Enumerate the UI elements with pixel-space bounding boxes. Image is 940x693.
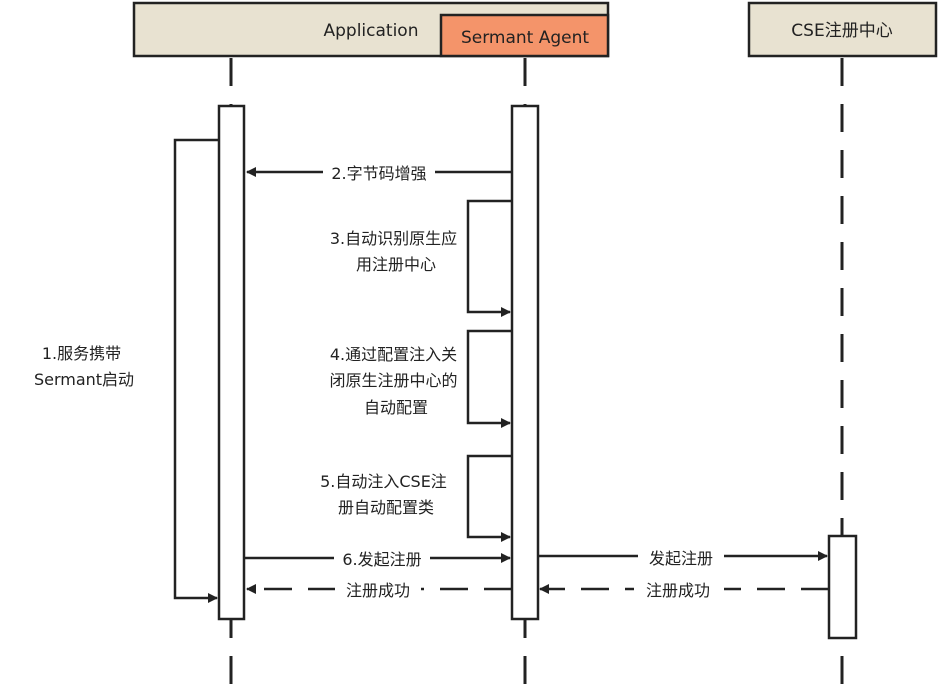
message-3-label: 3.自动识别原生应 用注册中心: [330, 229, 462, 274]
sermant-agent-activation-bar: [510, 104, 540, 621]
self-call-arrow-1: [173, 138, 219, 603]
message-2-label-bg: [323, 160, 435, 184]
message-9-label-bg: [634, 577, 724, 601]
message-5-label: 5.自动注入CSE注 册自动配置类: [320, 472, 452, 517]
message-7-label: 注册成功: [346, 581, 410, 600]
cse-registry-header-label: CSE注册中心: [791, 21, 892, 41]
message-4-label: 4.通过配置注入关 闭原生注册中心的 自动配置: [329, 345, 462, 417]
message-1-label: 1.服务携带 Sermant启动: [34, 344, 134, 389]
sermant-agent-header-box: [439, 13, 610, 58]
cse-registry-header-box: [747, 1, 938, 58]
application-header-label: Application: [324, 21, 419, 41]
self-call-arrow-5: [466, 454, 512, 542]
self-call-arrow-4: [466, 329, 512, 428]
cse-registry-activation-bar: [827, 534, 858, 640]
message-6-label: 6.发起注册: [342, 550, 421, 569]
application-activation-bar: [217, 104, 246, 621]
message-8-label-bg: [638, 545, 724, 567]
sermant-agent-header-label: Sermant Agent: [461, 28, 589, 48]
message-6-label-bg: [334, 547, 430, 570]
message-8-label: 发起注册: [649, 549, 713, 568]
message-7-label-bg: [335, 577, 421, 601]
self-call-arrow-3: [466, 199, 512, 317]
message-2-label: 2.字节码增强: [331, 164, 426, 183]
message-9-label: 注册成功: [646, 581, 710, 600]
